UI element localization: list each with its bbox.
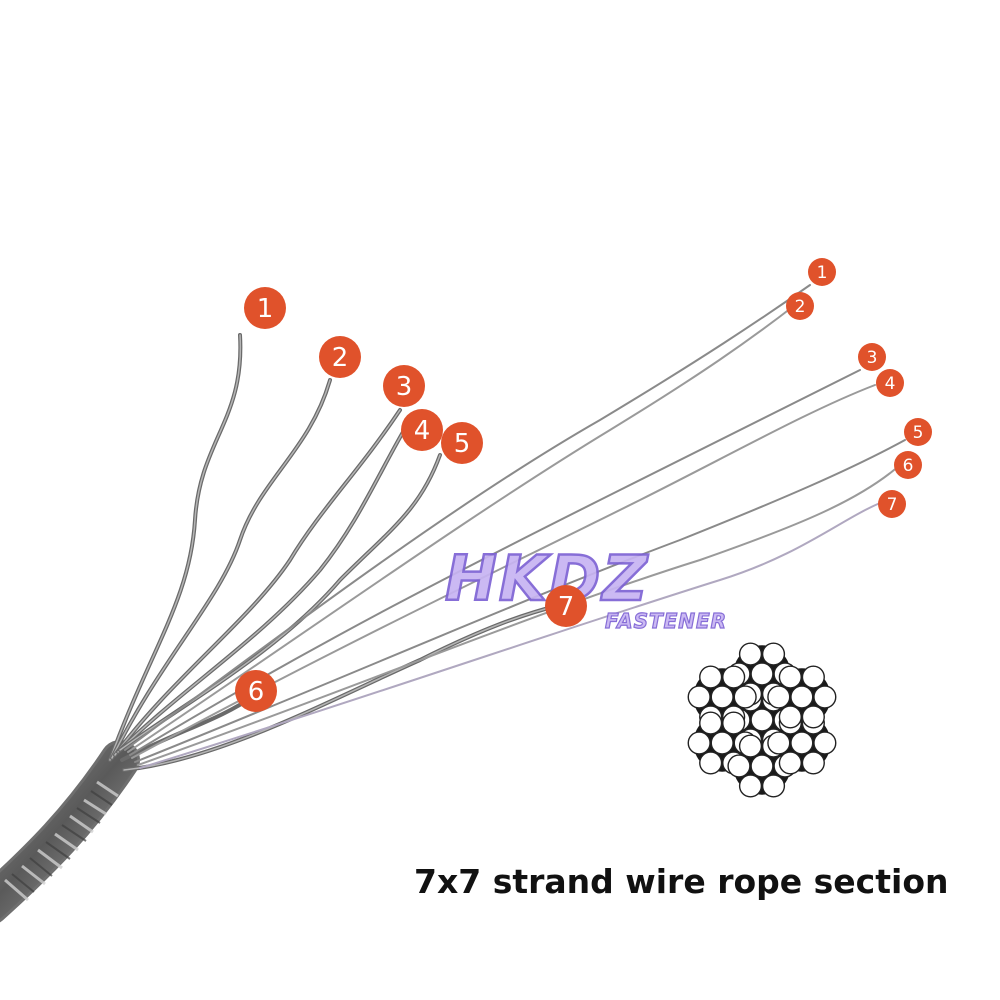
svg-text:7: 7 — [887, 495, 898, 515]
right-badge-7: 7 — [878, 490, 906, 518]
wire — [813, 731, 837, 755]
wire — [738, 734, 763, 758]
wire — [801, 751, 825, 775]
wire — [801, 705, 825, 729]
right-badge-6: 6 — [894, 451, 922, 479]
svg-text:4: 4 — [885, 374, 896, 394]
wire — [699, 711, 723, 735]
wire — [761, 642, 786, 666]
wire — [687, 685, 711, 709]
wire — [767, 685, 791, 709]
svg-text:2: 2 — [795, 297, 806, 317]
wire — [699, 751, 723, 775]
right-badge-4: 4 — [876, 369, 904, 397]
wire — [790, 685, 814, 709]
wire — [710, 731, 734, 755]
wire — [722, 711, 746, 735]
svg-text:3: 3 — [396, 372, 413, 402]
wire — [813, 685, 837, 709]
svg-text:2: 2 — [332, 343, 349, 373]
svg-text:5: 5 — [913, 423, 924, 443]
wire — [699, 665, 723, 689]
right-badge-3: 3 — [858, 343, 886, 371]
svg-text:6: 6 — [903, 456, 914, 476]
left-badge-1: 1 — [244, 287, 286, 329]
right-wires — [124, 284, 906, 769]
svg-text:7: 7 — [558, 592, 575, 622]
wire — [738, 642, 763, 666]
wire — [761, 774, 786, 798]
wire — [727, 754, 751, 778]
wire — [738, 774, 763, 798]
svg-text:5: 5 — [454, 429, 471, 459]
wire — [710, 685, 734, 709]
left-badge-4: 4 — [401, 409, 443, 451]
right-wire-badges: 1 2 3 4 5 6 7 — [786, 258, 932, 518]
wire-rope-cross-section-icon — [687, 642, 837, 798]
brand-tagline: FASTENER — [605, 609, 727, 633]
brand-watermark: HKDZ FASTENER — [444, 541, 727, 634]
wire — [790, 731, 814, 755]
wire — [750, 754, 774, 778]
left-badge-7: 7 — [545, 585, 587, 627]
right-badge-1: 1 — [808, 258, 836, 286]
left-strand-badges: 1 2 3 4 5 6 7 — [235, 287, 587, 712]
left-badge-2: 2 — [319, 336, 361, 378]
wire — [687, 731, 711, 755]
right-badge-5: 5 — [904, 418, 932, 446]
svg-text:6: 6 — [248, 677, 265, 707]
wire — [778, 705, 802, 729]
wire — [750, 708, 774, 732]
wire — [801, 665, 825, 689]
wire — [733, 685, 757, 709]
wire — [778, 665, 802, 689]
svg-text:1: 1 — [257, 294, 274, 324]
wire — [750, 662, 774, 686]
twisted-rope — [0, 740, 140, 923]
svg-text:1: 1 — [817, 263, 828, 283]
wire — [778, 751, 802, 775]
svg-text:3: 3 — [867, 348, 878, 368]
wire — [722, 665, 746, 689]
left-strands — [108, 333, 562, 772]
right-badge-2: 2 — [786, 292, 814, 320]
caption: 7x7 strand wire rope section — [414, 862, 949, 901]
left-badge-5: 5 — [441, 422, 483, 464]
left-badge-3: 3 — [383, 365, 425, 407]
svg-text:4: 4 — [414, 416, 431, 446]
left-badge-6: 6 — [235, 670, 277, 712]
wire — [767, 731, 791, 755]
